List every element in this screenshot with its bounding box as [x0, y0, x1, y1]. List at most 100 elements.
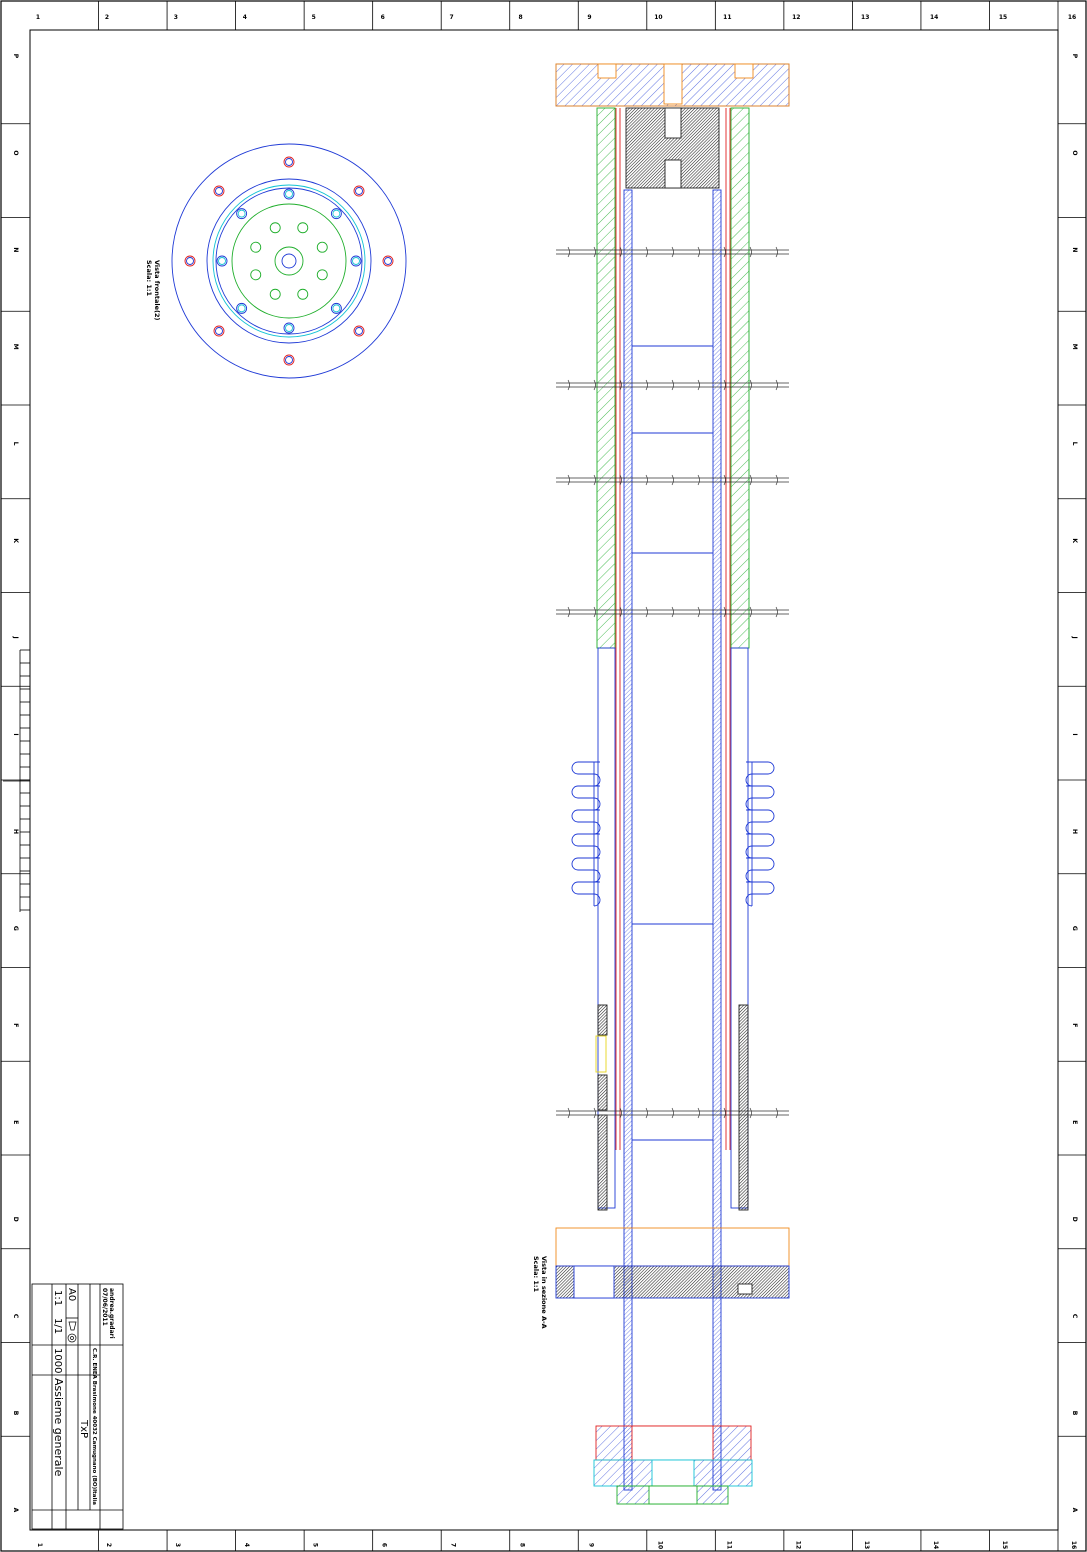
col-label-bottom: 13 [863, 1541, 870, 1549]
row-label-left: F [12, 1023, 19, 1027]
row-label-left: K [12, 538, 19, 543]
col-label-top: 12 [792, 14, 800, 21]
front-view-scale: Scala: 1:1 [145, 260, 153, 297]
row-label-left: C [12, 1314, 19, 1319]
row-label-right: P [1071, 54, 1078, 59]
title-block-author: andrea.gradari [108, 1288, 115, 1339]
row-label-right: D [1071, 1217, 1078, 1222]
col-label-top: 9 [587, 14, 591, 21]
row-label-left: I [12, 733, 19, 735]
row-label-left: H [12, 829, 19, 834]
mount-hole [330, 302, 342, 314]
mount-hole [283, 188, 295, 200]
row-label-right: K [1071, 538, 1078, 543]
bolt-hole [353, 325, 365, 337]
col-label-bottom: 5 [312, 1543, 319, 1547]
col-label-bottom: 16 [1070, 1541, 1077, 1549]
row-label-left: G [12, 926, 19, 931]
front-view-title: Vista frontale(2) [153, 260, 161, 321]
row-label-right: C [1071, 1314, 1078, 1319]
inner-hole [269, 288, 281, 300]
col-label-top: 4 [243, 14, 247, 21]
frame-grid-labels: 1122334455667788991010111112121313141415… [12, 14, 1078, 1549]
mount-hole [350, 255, 362, 267]
col-label-bottom: 15 [1001, 1541, 1008, 1549]
left-ruler [3, 649, 31, 912]
row-label-right: N [1071, 247, 1078, 252]
projection-symbol-icon [67, 1321, 77, 1343]
row-label-right: E [1071, 1120, 1078, 1124]
mount-hole [236, 208, 248, 220]
title-block-sheet: 1/1 [52, 1318, 63, 1334]
inner-hole [250, 269, 262, 281]
col-label-bottom: 3 [174, 1543, 181, 1547]
front-view-flange [171, 143, 407, 379]
row-label-left: M [12, 344, 19, 350]
col-label-bottom: 2 [105, 1543, 112, 1547]
row-label-right: I [1071, 733, 1078, 735]
title-block-weight: 1000 [52, 1348, 63, 1373]
section-view-assembly [555, 63, 790, 1505]
bolt-hole [213, 325, 225, 337]
inner-hole [297, 288, 309, 300]
col-label-bottom: 7 [450, 1543, 457, 1547]
inner-hole [316, 269, 328, 281]
mount-hole [330, 208, 342, 220]
col-label-top: 13 [861, 14, 869, 21]
row-label-left: B [12, 1411, 19, 1416]
mount-hole [216, 255, 228, 267]
bolt-hole [283, 156, 295, 168]
bolt-hole [283, 354, 295, 366]
title-block-scale: 1:1 [52, 1290, 63, 1306]
mount-hole [283, 322, 295, 334]
inner-hole [297, 222, 309, 234]
title-block-drawing-number: TxP [78, 1419, 89, 1438]
col-label-bottom: 14 [932, 1541, 939, 1549]
col-label-top: 2 [105, 14, 109, 21]
inner-hole [316, 241, 328, 253]
row-label-right: J [1071, 635, 1078, 638]
row-label-left: O [12, 150, 19, 155]
bolt-hole [353, 185, 365, 197]
bolt-hole [382, 255, 394, 267]
col-label-top: 5 [312, 14, 316, 21]
title-block [31, 1283, 124, 1530]
col-label-bottom: 11 [725, 1541, 732, 1549]
col-label-bottom: 8 [519, 1543, 526, 1547]
col-label-bottom: 6 [381, 1543, 388, 1547]
row-label-right: M [1071, 344, 1078, 350]
inner-hole [269, 222, 281, 234]
row-label-left: N [12, 247, 19, 252]
row-label-left: L [12, 442, 19, 446]
row-label-right: O [1071, 150, 1078, 155]
row-label-left: D [12, 1217, 19, 1222]
col-label-top: 1 [36, 14, 40, 21]
col-label-bottom: 4 [243, 1543, 250, 1547]
col-label-top: 6 [381, 14, 385, 21]
title-block-company: C.R. ENEA Brasimone 40032 Camugnano (BO)… [91, 1348, 97, 1505]
col-label-bottom: 1 [36, 1543, 43, 1547]
row-label-right: B [1071, 1411, 1078, 1416]
row-label-right: A [1071, 1508, 1078, 1513]
col-label-top: 10 [654, 14, 662, 21]
col-label-top: 11 [723, 14, 731, 21]
row-label-right: H [1071, 829, 1078, 834]
row-label-right: F [1071, 1023, 1078, 1027]
title-block-sheet-size: A0 [66, 1288, 77, 1301]
col-label-bottom: 12 [794, 1541, 801, 1549]
bellows-convolution [571, 761, 601, 907]
row-label-right: G [1071, 926, 1078, 931]
mount-hole [236, 302, 248, 314]
col-label-top: 14 [930, 14, 938, 21]
col-label-top: 15 [999, 14, 1007, 21]
title-block-title: Assieme generale [52, 1378, 65, 1477]
section-view-title: Vista in sezione A-A [540, 1256, 548, 1329]
col-label-bottom: 9 [587, 1543, 594, 1547]
row-label-left: E [12, 1120, 19, 1124]
col-label-top: 16 [1068, 14, 1076, 21]
col-label-top: 7 [450, 14, 454, 21]
inner-hole [250, 241, 262, 253]
col-label-top: 8 [518, 14, 522, 21]
